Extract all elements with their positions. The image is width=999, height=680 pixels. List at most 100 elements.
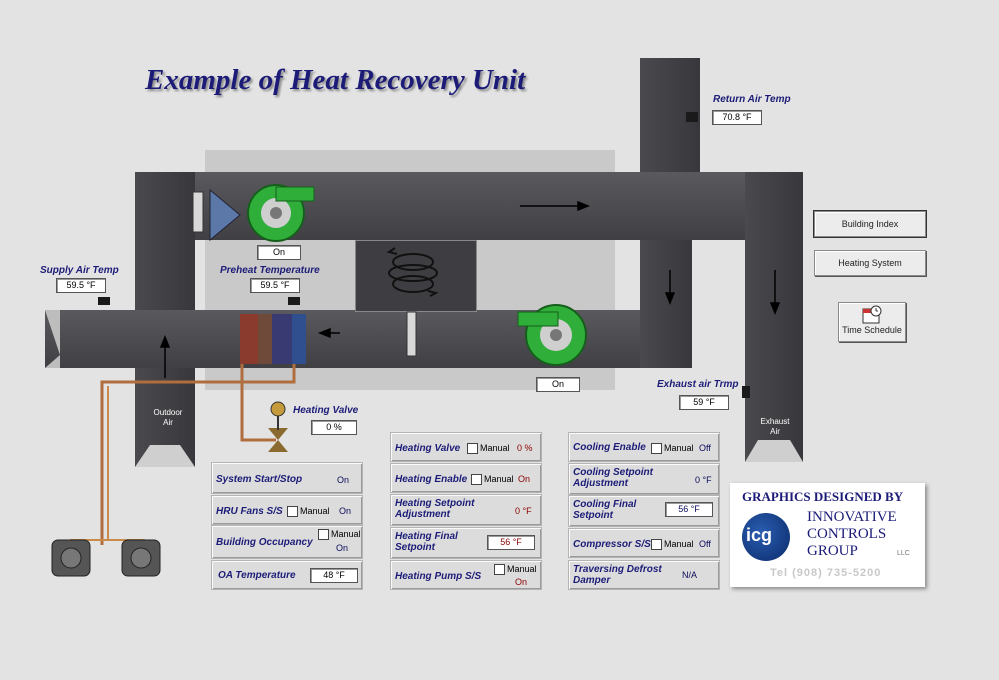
panel-system-start-stop: System Start/Stop On bbox=[211, 462, 363, 494]
icg-mark: icg bbox=[742, 513, 790, 561]
heating-pump-manual-label: Manual bbox=[507, 564, 537, 574]
heating-enable-label: Heating Enable bbox=[395, 474, 468, 485]
panel-building-occupancy: Building Occupancy Manual On bbox=[211, 525, 363, 559]
logo-line2: CONTROLS bbox=[807, 526, 887, 542]
building-occupancy-label: Building Occupancy bbox=[216, 537, 313, 548]
hru-fans-manual-checkbox[interactable] bbox=[287, 506, 298, 517]
heating-enable-manual-label: Manual bbox=[484, 474, 514, 484]
exhaust-fan-icon bbox=[517, 304, 587, 366]
exhaust-air-label: Exhaust Air bbox=[760, 417, 790, 436]
condenser-piping bbox=[70, 386, 145, 541]
compressor-manual-label: Manual bbox=[664, 539, 694, 549]
time-schedule-button[interactable]: Time Schedule bbox=[838, 302, 906, 342]
supply-outlet-bevel bbox=[45, 310, 60, 368]
supply-air-temp-value: 59.5 °F bbox=[56, 278, 106, 293]
compressor-label: Compressor S/S bbox=[573, 539, 651, 550]
panel-oa-temperature: OA Temperature 48 °F bbox=[211, 560, 363, 590]
sensor-markers bbox=[98, 112, 750, 398]
system-start-stop-label: System Start/Stop bbox=[216, 474, 303, 485]
heating-enable-manual-checkbox[interactable] bbox=[471, 474, 482, 485]
heating-pump-value: On bbox=[515, 577, 528, 587]
heating-piping bbox=[100, 364, 296, 545]
logo-line3: GROUP bbox=[807, 543, 858, 559]
preheat-temp-value: 59.5 °F bbox=[250, 278, 300, 293]
hru-fans-value: On bbox=[339, 506, 352, 516]
panel-traversing-defrost: Traversing Defrost Damper N/A bbox=[568, 560, 720, 590]
top-duct bbox=[135, 172, 803, 240]
exhaust-air-temp-value: 59 °F bbox=[679, 395, 729, 410]
cooling-final-setpoint-value: 56 °F bbox=[665, 502, 713, 517]
outdoor-intake-bevel bbox=[135, 445, 195, 467]
return-air-temp-value: 70.8 °F bbox=[712, 110, 762, 125]
preheat-temp-label: Preheat Temperature bbox=[220, 265, 320, 276]
building-occupancy-manual-checkbox[interactable] bbox=[318, 529, 329, 540]
cooling-enable-label: Cooling Enable bbox=[573, 442, 646, 453]
panel-heating-pump: Heating Pump S/S Manual On bbox=[390, 560, 542, 590]
exhaust-fan-status: On bbox=[536, 377, 580, 392]
exhaust-air-duct bbox=[745, 172, 803, 462]
panel-cooling-setpoint-adj: Cooling Setpoint Adjustment 0 °F bbox=[568, 463, 720, 495]
icg-logo: GRAPHICS DESIGNED BY icg INNOVATIVE CONT… bbox=[730, 483, 925, 587]
panel-heating-enable: Heating Enable Manual On bbox=[390, 463, 542, 493]
cooling-enable-manual-label: Manual bbox=[664, 443, 694, 453]
panel-compressor: Compressor S/S Manual Off bbox=[568, 528, 720, 558]
time-schedule-label: Time Schedule bbox=[842, 325, 902, 335]
system-start-stop-value[interactable]: On bbox=[337, 475, 350, 485]
hru-fans-manual-label: Manual bbox=[300, 506, 330, 516]
panel-cooling-final-setpoint: Cooling Final Setpoint 56 °F bbox=[568, 495, 720, 527]
panel-heating-valve: Heating Valve Manual 0 % bbox=[390, 432, 542, 462]
compressor-icons bbox=[51, 539, 161, 577]
heating-valve-manual-checkbox[interactable] bbox=[467, 443, 478, 454]
cooling-enable-value: Off bbox=[699, 443, 711, 453]
heating-coil-icon bbox=[240, 314, 306, 364]
exhaust-outlet-bevel bbox=[745, 440, 803, 462]
compressor-value: Off bbox=[699, 539, 711, 549]
return-air-temp-label: Return Air Temp bbox=[713, 94, 791, 105]
outdoor-air-label: Outdoor Air bbox=[153, 408, 183, 427]
building-occupancy-value: On bbox=[336, 543, 349, 553]
heating-system-button[interactable]: Heating System bbox=[814, 250, 926, 276]
heating-valve-manual-label: Manual bbox=[480, 443, 510, 453]
cooling-setpoint-adj-label: Cooling Setpoint Adjustment bbox=[573, 467, 653, 489]
cooling-enable-manual-checkbox[interactable] bbox=[651, 443, 662, 454]
wheel-swirl-icon bbox=[386, 247, 439, 297]
heating-valve-value: 0 % bbox=[311, 420, 357, 435]
heating-final-setpoint-value: 56 °F bbox=[487, 535, 535, 550]
icg-mark-text: icg bbox=[746, 525, 773, 545]
exhaust-air-temp-label: Exhaust air Trmp bbox=[657, 379, 739, 390]
panel-heating-final-setpoint: Heating Final Setpoint 56 °F bbox=[390, 527, 542, 559]
heating-final-setpoint-label: Heating Final Setpoint bbox=[395, 531, 458, 553]
logo-line1: INNOVATIVE bbox=[807, 509, 897, 525]
logo-tel: Tel (908) 735-5200 bbox=[770, 567, 882, 579]
damper-icons bbox=[192, 191, 417, 357]
calendar-clock-icon bbox=[862, 305, 882, 324]
oa-temperature-label: OA Temperature bbox=[218, 570, 296, 581]
panel-hru-fans: HRU Fans S/S Manual On bbox=[211, 495, 363, 525]
logo-llc: LLC bbox=[897, 550, 910, 557]
building-occupancy-manual-label: Manual bbox=[331, 529, 361, 539]
logo-heading: GRAPHICS DESIGNED BY bbox=[742, 489, 904, 504]
return-down-duct bbox=[640, 240, 692, 368]
heating-valve-label: Heating Valve bbox=[293, 405, 359, 416]
supply-fan-icon bbox=[209, 184, 315, 242]
page-title: Example of Heat Recovery Unit bbox=[145, 64, 526, 96]
traversing-defrost-label: Traversing Defrost Damper bbox=[573, 564, 662, 586]
airflow-arrows bbox=[159, 200, 781, 378]
hru-fans-label: HRU Fans S/S bbox=[216, 506, 283, 517]
heating-setpoint-adj-label: Heating Setpoint Adjustment bbox=[395, 498, 475, 520]
heating-enable-value: On bbox=[518, 474, 531, 484]
heating-valve-panel-label: Heating Valve bbox=[395, 443, 461, 454]
supply-air-temp-label: Supply Air Temp bbox=[40, 265, 119, 276]
heating-valve-panel-value: 0 % bbox=[517, 443, 533, 453]
building-index-button[interactable]: Building Index bbox=[813, 210, 927, 238]
oa-temperature-value: 48 °F bbox=[310, 568, 358, 583]
heating-pump-manual-checkbox[interactable] bbox=[494, 564, 505, 575]
panel-cooling-enable: Cooling Enable Manual Off bbox=[568, 432, 720, 462]
cooling-final-setpoint-label: Cooling Final Setpoint bbox=[573, 499, 637, 521]
heating-pump-label: Heating Pump S/S bbox=[395, 571, 482, 582]
panel-heating-setpoint-adj: Heating Setpoint Adjustment 0 °F bbox=[390, 494, 542, 526]
heating-valve-icon bbox=[268, 401, 288, 452]
compressor-manual-checkbox[interactable] bbox=[651, 539, 662, 550]
